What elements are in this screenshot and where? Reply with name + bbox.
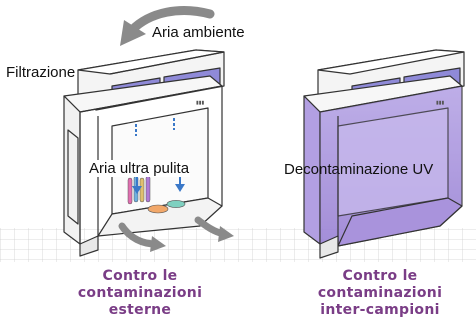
outflow-arrows: [118, 216, 234, 252]
clean-air-arrows: [132, 118, 185, 194]
ambient-air-label: Aria ambiente: [152, 24, 245, 41]
right-cabinet: [303, 49, 465, 259]
caption-line: Contro le: [342, 268, 418, 284]
caption-external-contamination: Contro le contaminazioni esterne: [52, 268, 228, 319]
ultra-clean-air-label: Aria ultra pulita: [88, 160, 191, 177]
filtration-label: Filtrazione: [6, 64, 76, 81]
caption-line: contaminazioni: [317, 285, 443, 301]
brand-mark: ▮▮▮: [196, 100, 205, 106]
uv-decontamination-label: Decontaminazione UV: [284, 161, 434, 178]
brand-mark-right: ▮▮▮: [436, 100, 445, 106]
caption-line: esterne: [108, 302, 172, 318]
caption-cross-contamination: Contro le contaminazioni inter-campioni: [292, 268, 468, 319]
caption-line: inter-campioni: [320, 302, 440, 318]
caption-line: contaminazioni: [77, 285, 203, 301]
samples-left: [127, 175, 186, 214]
ambient-air-arrowhead: [120, 20, 146, 46]
ambient-air-arrow: [127, 6, 215, 35]
caption-line: Contro le: [102, 268, 178, 284]
